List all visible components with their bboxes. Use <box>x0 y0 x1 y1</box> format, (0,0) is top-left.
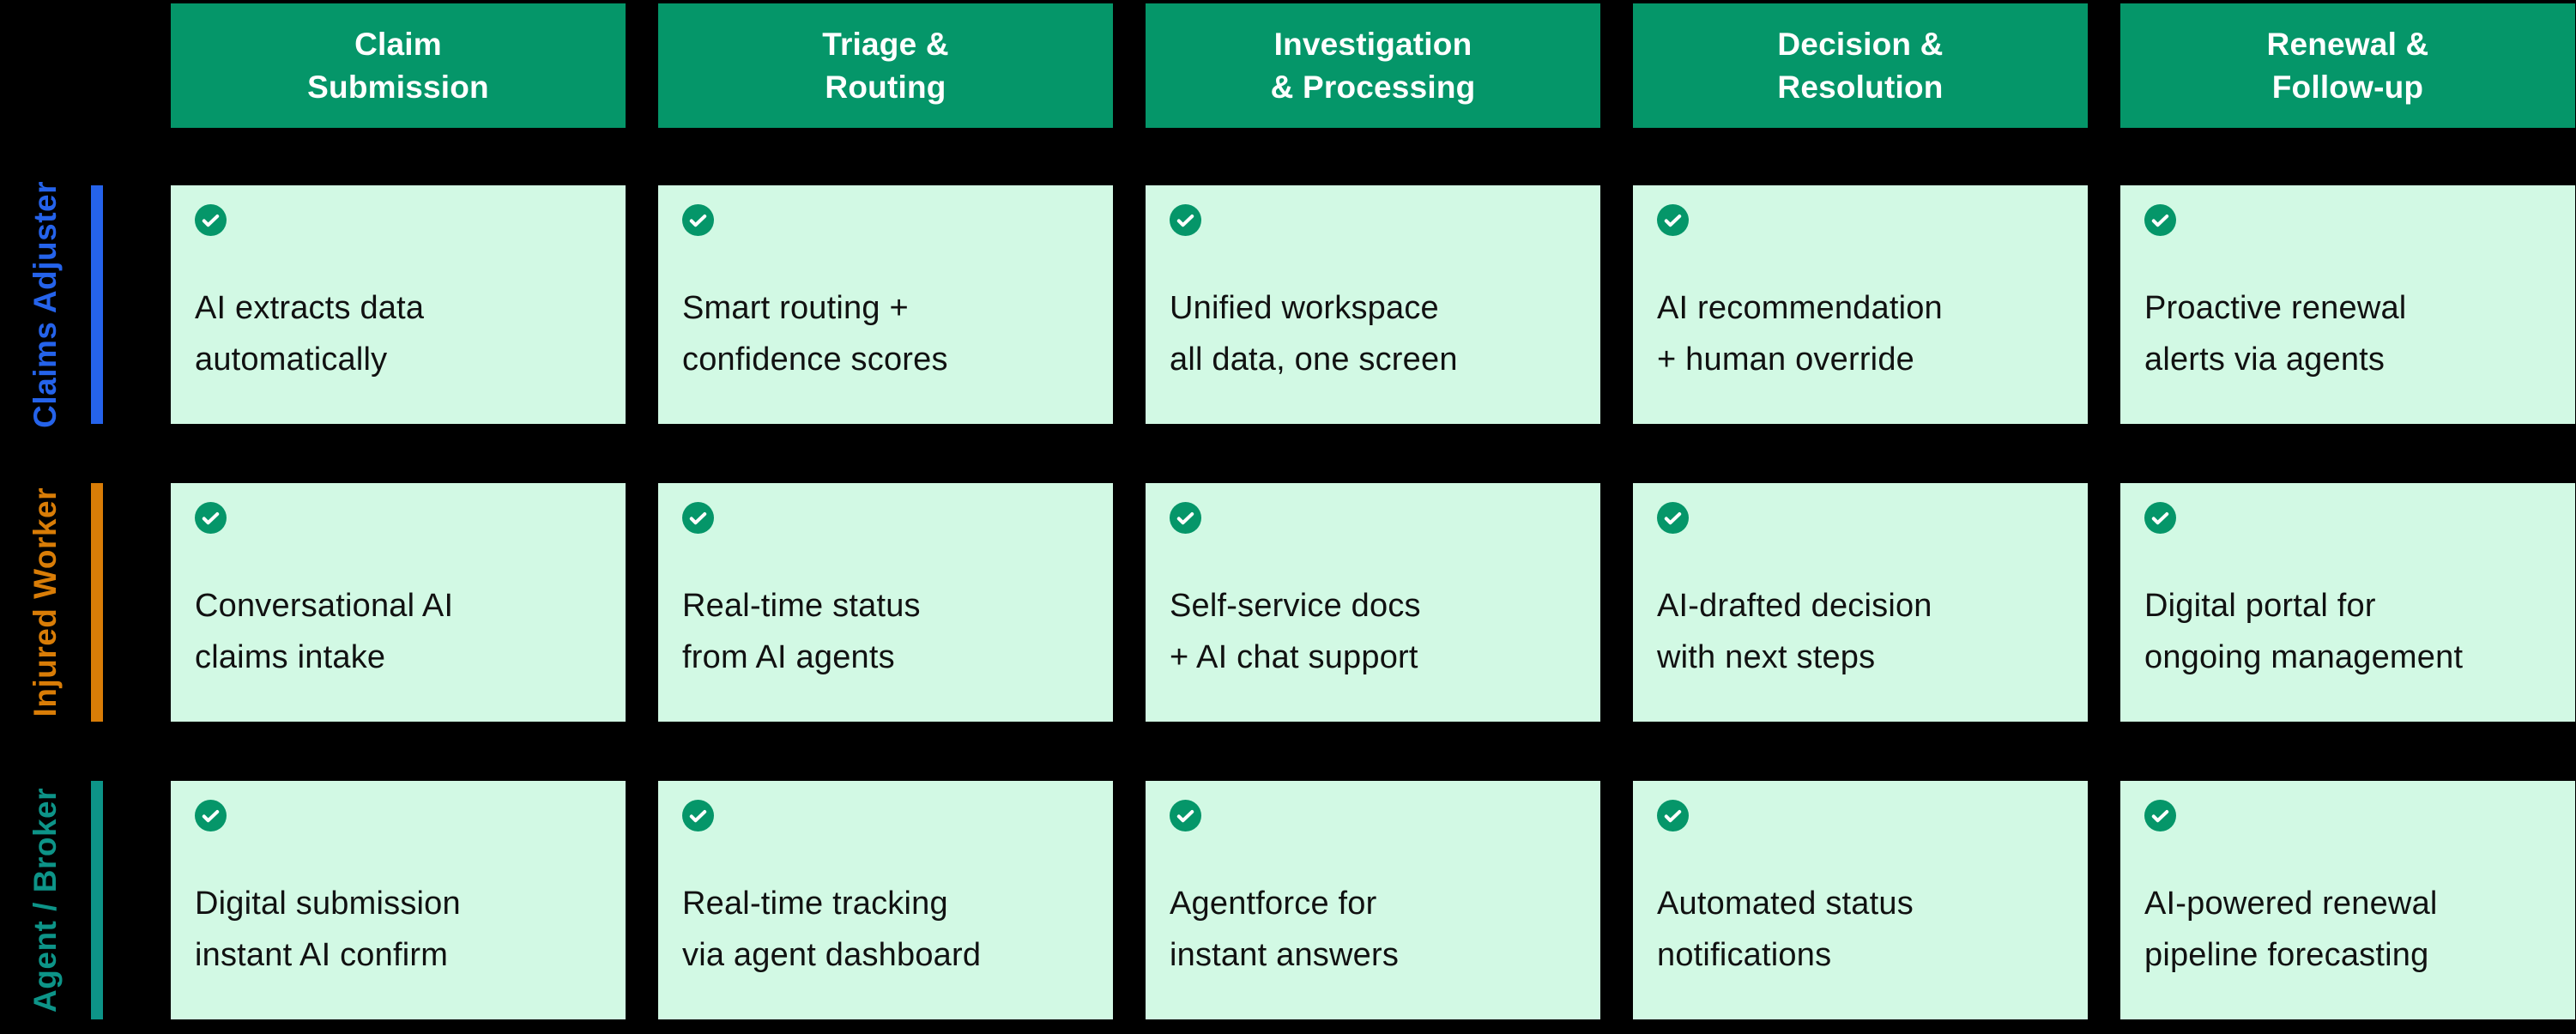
row-label-wrap: Claims Adjuster <box>0 181 91 428</box>
check-circle-icon <box>682 800 714 831</box>
cell-agent-renewal-followup: AI-powered renewal pipeline forecasting <box>2120 781 2575 1019</box>
check-circle-icon <box>1657 800 1689 831</box>
check-circle-icon <box>1170 502 1201 534</box>
row-header-claims-adjuster: Claims Adjuster <box>0 181 138 428</box>
cell-agent-claim-submission: Digital submission instant AI confirm <box>171 781 626 1019</box>
row-claims-adjuster: Claims Adjuster AI extracts data automat… <box>0 181 2576 428</box>
check-circle-icon <box>1657 502 1689 534</box>
check-circle-icon <box>1170 204 1201 236</box>
cell-adjuster-triage-routing: Smart routing + confidence scores <box>658 185 1113 424</box>
row-injured-worker: Injured Worker Conversational AI claims … <box>0 483 2576 722</box>
cell-text: AI extracts data automatically <box>195 290 425 378</box>
check-circle-icon <box>2144 502 2176 534</box>
cell-text: Digital portal for ongoing management <box>2144 588 2464 675</box>
row-label-agent-broker: Agent / Broker <box>27 788 63 1013</box>
cell-worker-decision-resolution: AI-drafted decision with next steps <box>1633 483 2088 722</box>
row-label-wrap: Injured Worker <box>0 483 91 722</box>
row-header-injured-worker: Injured Worker <box>0 483 138 722</box>
cell-text: Real-time status from AI agents <box>682 588 921 675</box>
row-color-bar <box>91 185 103 424</box>
check-circle-icon <box>682 204 714 236</box>
cell-text: Agentforce for instant answers <box>1170 886 1400 973</box>
check-circle-icon <box>682 502 714 534</box>
cell-worker-investigation-processing: Self-service docs + AI chat support <box>1146 483 1600 722</box>
row-agent-broker: Agent / Broker Digital submission instan… <box>0 781 2576 1019</box>
column-header-label: Claim Submission <box>307 26 489 105</box>
column-header-label: Renewal & Follow-up <box>2266 26 2429 105</box>
row-color-bar <box>91 483 103 722</box>
cell-text: Unified workspace all data, one screen <box>1170 290 1458 378</box>
cell-adjuster-decision-resolution: AI recommendation + human override <box>1633 185 2088 424</box>
cell-adjuster-claim-submission: AI extracts data automatically <box>171 185 626 424</box>
check-circle-icon <box>195 502 227 534</box>
column-header-label: Investigation & Processing <box>1270 26 1476 105</box>
column-header-decision-resolution: Decision & Resolution <box>1633 3 2088 128</box>
cell-text: Smart routing + confidence scores <box>682 290 948 378</box>
cell-text: Real-time tracking via agent dashboard <box>682 886 982 973</box>
check-circle-icon <box>2144 800 2176 831</box>
cell-adjuster-renewal-followup: Proactive renewal alerts via agents <box>2120 185 2575 424</box>
column-header-label: Triage & Routing <box>822 26 949 105</box>
column-header-triage-routing: Triage & Routing <box>658 3 1113 128</box>
column-header-investigation-processing: Investigation & Processing <box>1146 3 1600 128</box>
cell-text: Self-service docs + AI chat support <box>1170 588 1421 675</box>
row-label-wrap: Agent / Broker <box>0 781 91 1019</box>
cell-worker-renewal-followup: Digital portal for ongoing management <box>2120 483 2575 722</box>
check-circle-icon <box>1657 204 1689 236</box>
cell-agent-decision-resolution: Automated status notifications <box>1633 781 2088 1019</box>
cell-text: Conversational AI claims intake <box>195 588 454 675</box>
check-circle-icon <box>195 800 227 831</box>
cell-worker-triage-routing: Real-time status from AI agents <box>658 483 1113 722</box>
cell-text: Proactive renewal alerts via agents <box>2144 290 2407 378</box>
check-circle-icon <box>1170 800 1201 831</box>
column-header-claim-submission: Claim Submission <box>171 3 626 128</box>
column-header-renewal-followup: Renewal & Follow-up <box>2120 3 2575 128</box>
cell-text: Automated status notifications <box>1657 886 1914 973</box>
row-label-injured-worker: Injured Worker <box>27 487 63 717</box>
cell-agent-triage-routing: Real-time tracking via agent dashboard <box>658 781 1113 1019</box>
column-header-label: Decision & Resolution <box>1777 26 1944 105</box>
cell-text: Digital submission instant AI confirm <box>195 886 461 973</box>
check-circle-icon <box>195 204 227 236</box>
check-circle-icon <box>2144 204 2176 236</box>
row-header-agent-broker: Agent / Broker <box>0 781 138 1019</box>
row-color-bar <box>91 781 103 1019</box>
cell-text: AI recommendation + human override <box>1657 290 1943 378</box>
header-gutter <box>0 3 138 128</box>
cell-adjuster-investigation-processing: Unified workspace all data, one screen <box>1146 185 1600 424</box>
cell-agent-investigation-processing: Agentforce for instant answers <box>1146 781 1600 1019</box>
cell-text: AI-powered renewal pipeline forecasting <box>2144 886 2438 973</box>
column-header-row: Claim Submission Triage & Routing Invest… <box>0 3 2576 128</box>
row-label-claims-adjuster: Claims Adjuster <box>27 181 63 428</box>
cell-text: AI-drafted decision with next steps <box>1657 588 1932 675</box>
cell-worker-claim-submission: Conversational AI claims intake <box>171 483 626 722</box>
